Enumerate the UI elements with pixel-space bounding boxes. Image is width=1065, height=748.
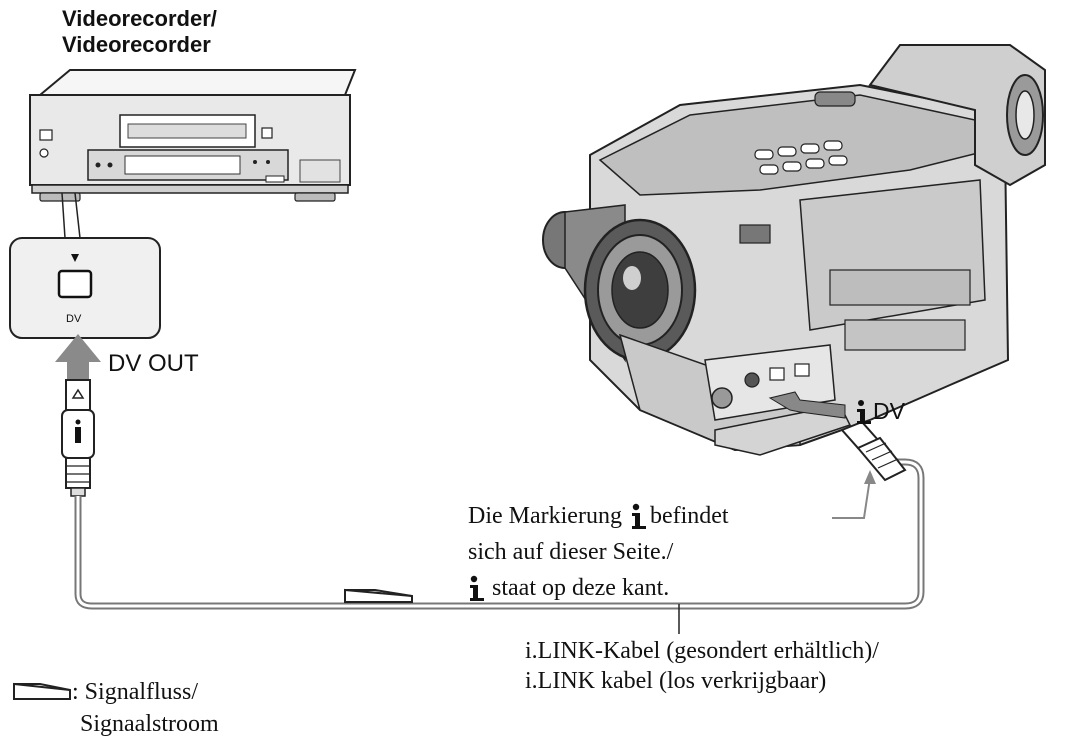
mark-note-line-3: staat op deze kant. <box>468 570 729 606</box>
legend-text-1: Signalfluss/ <box>84 679 199 705</box>
mark-note-text-2: befindet <box>649 503 729 529</box>
dv-connector-icon <box>840 420 907 482</box>
dv-port-icon <box>57 269 93 299</box>
camera-dv-label: DV <box>855 398 905 425</box>
legend: : Signalfluss/ Signaalstroom <box>72 676 219 740</box>
dv-port-label: DV <box>66 313 82 325</box>
legend-colon: : <box>72 679 79 705</box>
legend-text-2: Signaalstroom <box>80 711 219 737</box>
i-link-icon <box>857 399 871 424</box>
triangle-marker-icon <box>71 254 79 262</box>
camcorder-illustration <box>542 44 1046 456</box>
mark-note-line-1: Die Markierung befindet <box>468 498 729 534</box>
vcr-title: Videorecorder/ Videorecorder <box>62 6 217 58</box>
i-link-icon <box>470 575 484 601</box>
i-link-cable <box>74 458 925 634</box>
camera-dv-text: DV <box>873 398 905 424</box>
cable-label: i.LINK-Kabel (gesondert erhältlich)/ i.L… <box>525 636 879 696</box>
i-link-icon <box>631 503 646 529</box>
legend-signal-arrow-icon <box>13 682 71 700</box>
dv-connector-icon <box>61 379 95 497</box>
cable-label-line-2: i.LINK kabel (los verkrijgbaar) <box>525 668 827 694</box>
legend-line-1: : Signalfluss/ <box>72 676 219 708</box>
vcr-title-line-2: Videorecorder <box>62 32 211 57</box>
mark-note-text-3: staat op deze kant. <box>492 575 670 601</box>
signal-flow-arrow-icon <box>344 588 413 603</box>
leader-arrow-icon <box>864 470 876 484</box>
dv-out-arrow-icon <box>55 334 101 397</box>
mark-note: Die Markierung befindet sich auf dieser … <box>468 498 729 606</box>
mark-note-line-2: sich auf dieser Seite./ <box>468 539 674 565</box>
cable-label-line-1: i.LINK-Kabel (gesondert erhältlich)/ <box>525 638 879 664</box>
vcr-title-line-1: Videorecorder/ <box>62 6 217 31</box>
mark-note-text-1: Die Markierung <box>468 503 622 529</box>
dv-out-label: DV OUT <box>108 350 199 377</box>
vcr-illustration <box>29 69 357 202</box>
